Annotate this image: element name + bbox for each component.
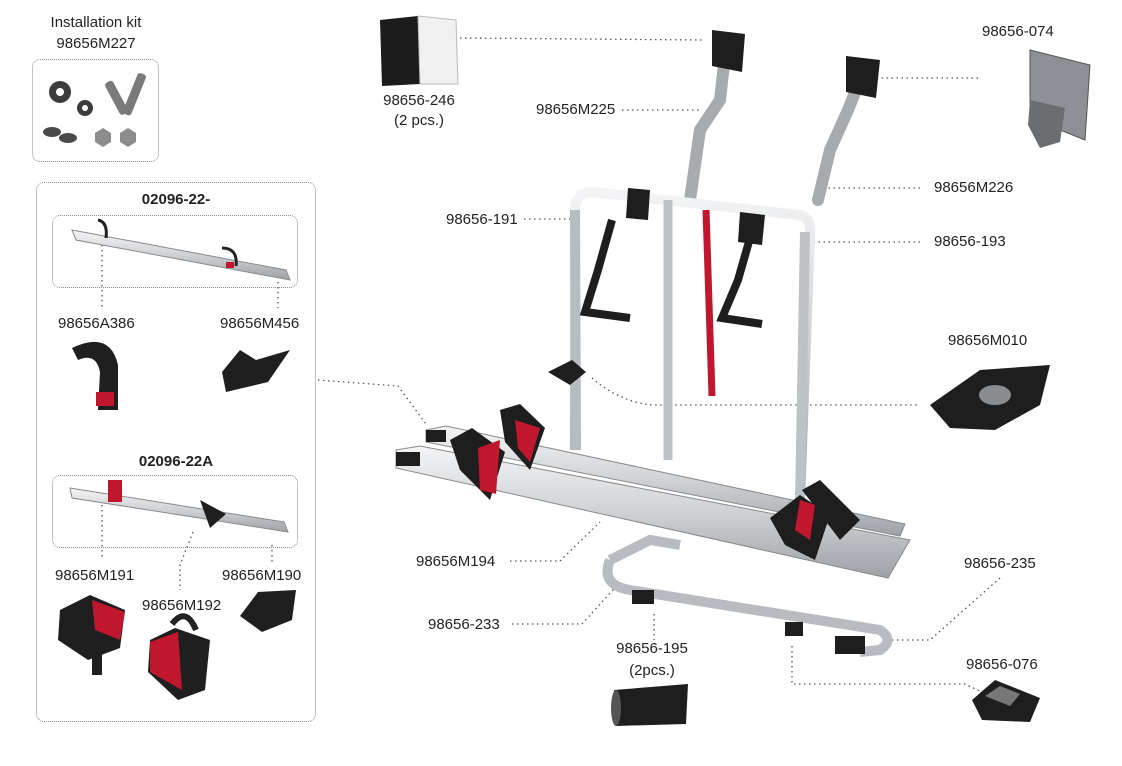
callout-upper-tube-right: 98656M226: [934, 179, 1014, 196]
clamp-image-top: [1028, 49, 1091, 148]
callout-strip-pad: 98656-246: [383, 92, 455, 109]
callout-wheel-holder: 98656M010: [948, 332, 1028, 349]
callout-frame-left: 98656-191: [446, 211, 518, 228]
clamp-image-bottom: [972, 680, 1040, 722]
chain-link-icon: [43, 127, 77, 143]
callout-spacer: 98656-195: [616, 640, 688, 657]
set-1-rail-box: [52, 215, 298, 288]
set-2-rail-box: [52, 475, 298, 548]
set-1-part-2: 98656M456: [220, 315, 300, 332]
callout-rails: 98656M194: [416, 553, 496, 570]
leader-lines: [101, 37, 1001, 697]
set-1-part-1: 98656A386: [58, 315, 135, 332]
set-2-code: 02096-22A: [138, 453, 214, 470]
installation-kit-title: Installation kit: [50, 14, 142, 31]
gear-icon: [49, 81, 93, 116]
callout-frame-right: 98656-193: [934, 233, 1006, 250]
callout-clamp-top: 98656-074: [982, 23, 1054, 40]
wheel-holder-image-1: [222, 350, 290, 392]
strap-holder-image-1: [58, 595, 125, 675]
spacer-image: [611, 684, 688, 726]
set-2-part-2: 98656M192: [142, 597, 222, 614]
strip-pad-image: [380, 15, 459, 86]
set-1-code: 02096-22-: [141, 191, 211, 208]
installation-kit-code: 98656M227: [56, 35, 136, 52]
callout-upper-tube: 98656M225: [536, 101, 616, 118]
accessory-sets-box: [36, 182, 316, 722]
callout-spacer-qty: (2pcs.): [629, 662, 675, 679]
strap-image-1: [72, 341, 118, 410]
strap-holder-image-2: [148, 613, 210, 700]
screw-icon: [105, 73, 146, 116]
nut-icon: [95, 128, 136, 147]
wheel-chock-image: [240, 590, 296, 632]
set-2-part-3: 98656M190: [222, 567, 302, 584]
callout-bottom-tube: 98656-233: [428, 616, 500, 633]
installation-kit-box: [32, 59, 159, 162]
set-2-part-1: 98656M191: [55, 567, 135, 584]
wheel-holder-image-2: [930, 365, 1050, 430]
mounting-rail-image-2: [69, 480, 289, 533]
bike-carrier-image: [395, 30, 911, 657]
callout-strip-pad-qty: (2 pcs.): [393, 112, 444, 129]
callout-bottom-right: 98656-235: [964, 555, 1036, 572]
callout-clamp-bottom: 98656-076: [966, 656, 1038, 673]
